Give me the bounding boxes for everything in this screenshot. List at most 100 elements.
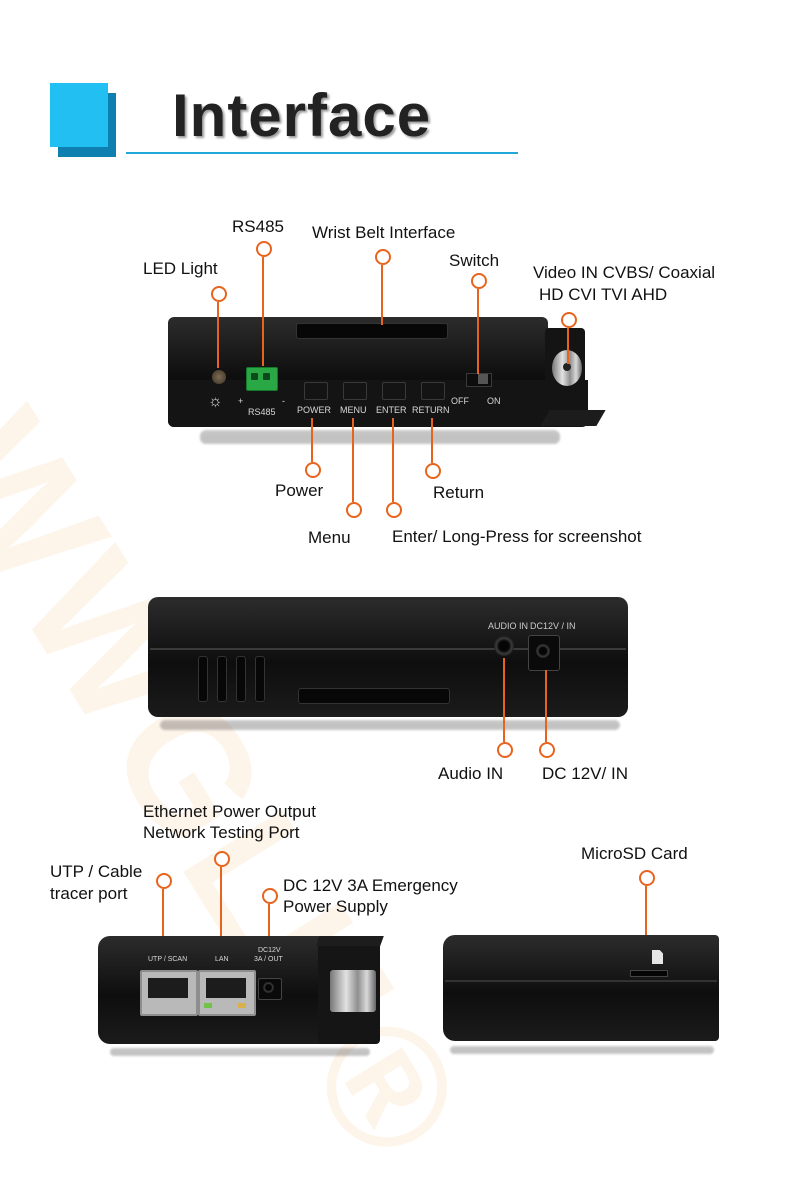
wrist-belt-leader (381, 265, 383, 325)
power-panel-label: POWER (297, 405, 332, 415)
video-in-label-line1: Video IN CVBS/ Coaxial (533, 263, 716, 282)
menu-label: Menu (308, 528, 351, 547)
lan-led-green (204, 1003, 212, 1008)
led-light-marker (211, 286, 227, 302)
utp-label-line1: UTP / Cable (50, 862, 143, 881)
enter-leader (392, 418, 394, 502)
enter-button[interactable] (382, 382, 406, 400)
dc-out-panel-label-2: 3A / OUT (254, 956, 283, 963)
rs485-panel-label: RS485 (248, 407, 276, 417)
dc-out-leader (268, 904, 270, 946)
rs485-minus: - (282, 396, 285, 406)
rs485-screw-1 (251, 373, 258, 380)
switch-marker (471, 273, 487, 289)
microsd-label: MicroSD Card (581, 844, 688, 863)
page-title: Interface (172, 82, 432, 149)
side-vent-2 (217, 656, 227, 702)
top-device-ledge (168, 380, 588, 427)
menu-button[interactable] (343, 382, 367, 400)
lan-led-amber (238, 1003, 246, 1008)
rs485-screw-2 (263, 373, 270, 380)
dc-in-hole (536, 644, 550, 658)
dc-out-panel-label-1: DC12V (258, 947, 281, 954)
rs485-label: RS485 (232, 217, 284, 236)
ethernet-leader (220, 867, 222, 955)
return-panel-label: RETURN (412, 405, 450, 415)
power-marker (305, 462, 321, 478)
audio-in-panel-label: AUDIO IN (488, 621, 529, 631)
bottom-right-reflection (450, 1046, 714, 1054)
bottom-right-device-body (443, 935, 719, 1041)
dc-in-leader (545, 670, 547, 742)
side-device-seam (150, 648, 626, 650)
bnc-center-pin (563, 363, 571, 371)
dc-in-label: DC 12V/ IN (542, 764, 628, 783)
microsd-leader (645, 886, 647, 958)
dc-out-marker (262, 888, 278, 904)
menu-marker (346, 502, 362, 518)
bottom-right-device-seam (445, 980, 717, 982)
dc-in-panel-label: DC12V / IN (530, 621, 576, 631)
lan-port-opening (206, 978, 246, 998)
ethernet-label-line1: Ethernet Power Output (143, 802, 316, 821)
video-in-marker (561, 312, 577, 328)
side-vent-4 (255, 656, 265, 702)
side-belt-slot (298, 688, 450, 704)
return-marker (425, 463, 441, 479)
rs485-plus: + (238, 396, 244, 406)
wrist-belt-marker (375, 249, 391, 265)
return-button[interactable] (421, 382, 445, 400)
audio-in-marker (497, 742, 513, 758)
dc-out-label-line2: Power Supply (283, 897, 388, 916)
lan-panel-label: LAN (215, 956, 229, 963)
rs485-marker (256, 241, 272, 257)
ethernet-marker (214, 851, 230, 867)
utp-leader (162, 889, 164, 955)
microsd-marker (639, 870, 655, 886)
bottom-left-device-lip (316, 936, 384, 946)
power-label: Power (275, 481, 324, 500)
led-light-leader (217, 302, 219, 368)
side-view: AUDIO IN DC12V / IN Audio IN DC 12V/ IN (0, 560, 800, 790)
utp-port-opening (148, 978, 188, 998)
bottom-left-reflection (110, 1048, 370, 1056)
led-light-label: LED Light (143, 259, 218, 278)
led-bulb-icon: ☼ (208, 393, 223, 410)
top-device-lip (540, 410, 606, 426)
switch-label: Switch (449, 251, 500, 270)
bottom-bnc-connector[interactable] (330, 970, 376, 1012)
switch-leader (477, 289, 479, 374)
header-square-front (50, 83, 108, 147)
dc-out-label-line1: DC 12V 3A Emergency (283, 876, 458, 895)
bottom-right-view: MicroSD Card (440, 790, 800, 1103)
power-leader (311, 418, 313, 462)
audio-in-jack[interactable] (494, 636, 514, 656)
led-light (212, 370, 226, 384)
menu-leader (352, 418, 354, 502)
utp-panel-label: UTP / SCAN (148, 956, 188, 963)
dc-in-marker (539, 742, 555, 758)
microsd-icon (652, 950, 663, 964)
return-leader (431, 418, 433, 463)
switch-off-label: OFF (451, 396, 469, 406)
audio-in-leader (503, 658, 505, 742)
microsd-card-slot[interactable] (630, 970, 668, 977)
utp-marker (156, 873, 172, 889)
wrist-belt-slot[interactable] (296, 323, 448, 339)
bottom-left-view: Ethernet Power Output Network Testing Po… (0, 790, 458, 1103)
enter-panel-label: ENTER (376, 405, 407, 415)
dc-out-hole (263, 982, 274, 993)
rs485-leader (262, 257, 264, 366)
video-in-leader (567, 328, 569, 364)
menu-panel-label: MENU (340, 405, 367, 415)
header-underline (126, 152, 518, 154)
side-vent-3 (236, 656, 246, 702)
utp-label-line2: tracer port (50, 884, 128, 903)
enter-marker (386, 502, 402, 518)
video-in-label-line2: HD CVI TVI AHD (539, 285, 668, 304)
return-label: Return (433, 483, 485, 502)
power-button[interactable] (304, 382, 328, 400)
enter-label: Enter/ Long-Press for screenshot (392, 527, 642, 546)
top-view: ☼ + - RS485 POWER MENU ENTER RETURN OFF … (0, 0, 800, 560)
switch-on-label: ON (487, 396, 501, 406)
